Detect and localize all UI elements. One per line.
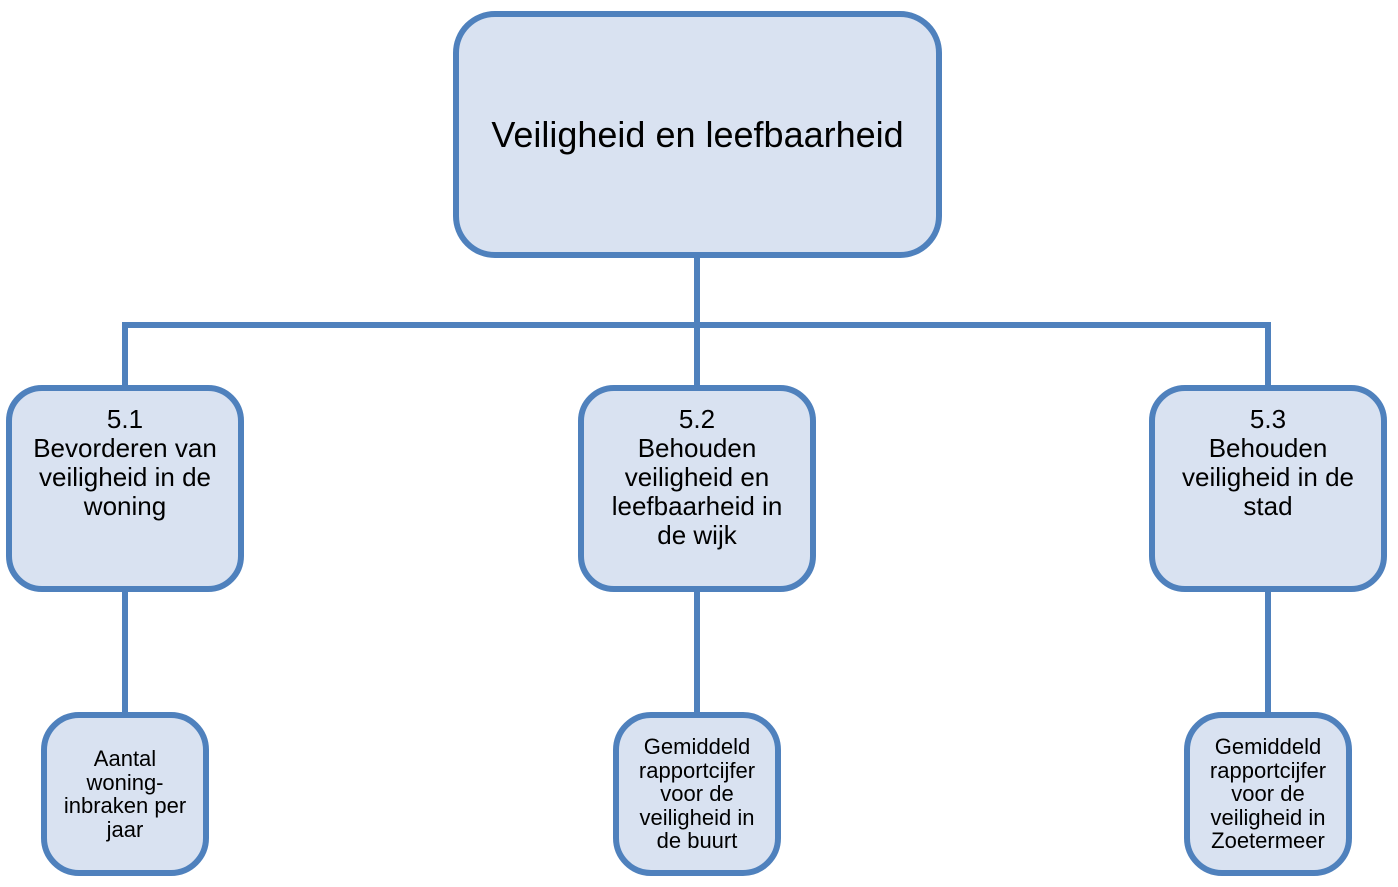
branch-number: 5.3 [1249, 404, 1287, 434]
root-node: Veiligheid en leefbaarheid [453, 11, 942, 258]
indicator-label: Aantal woning-inbraken per jaar [63, 746, 187, 842]
indicator-node-3: Gemiddeld rapportcijfer voor de veilighe… [1184, 712, 1352, 876]
branch-number: 5.1 [106, 404, 144, 434]
indicator-node-1: Aantal woning-inbraken per jaar [41, 712, 209, 876]
connector-branch-drop-2 [694, 322, 700, 390]
branch-node-3: 5.3 Behouden veiligheid in de stad [1149, 385, 1387, 592]
connector-branch-drop-1 [122, 322, 128, 390]
branch-node-1: 5.1 Bevorderen van veiligheid in de woni… [6, 385, 244, 592]
indicator-node-2: Gemiddeld rapportcijfer voor de veilighe… [613, 712, 781, 876]
branch-objective: Behouden veiligheid in de stad [1181, 433, 1354, 521]
connector-indicator-drop-1 [122, 585, 128, 717]
branch-objective: Behouden veiligheid en leefbaarheid in d… [611, 433, 783, 550]
branch-node-2: 5.2 Behouden veiligheid en leefbaarheid … [578, 385, 816, 592]
connector-indicator-drop-3 [1265, 585, 1271, 717]
indicator-label: Gemiddeld rapportcijfer voor de veilighe… [638, 734, 756, 854]
connector-indicator-drop-2 [694, 585, 700, 717]
root-label: Veiligheid en leefbaarheid [491, 113, 904, 155]
branch-objective: Bevorderen van veiligheid in de woning [33, 433, 217, 521]
indicator-label: Gemiddeld rapportcijfer voor de veilighe… [1209, 734, 1327, 854]
connector-root-stem [694, 250, 700, 325]
connector-branch-drop-3 [1265, 322, 1271, 390]
branch-number: 5.2 [678, 404, 716, 434]
